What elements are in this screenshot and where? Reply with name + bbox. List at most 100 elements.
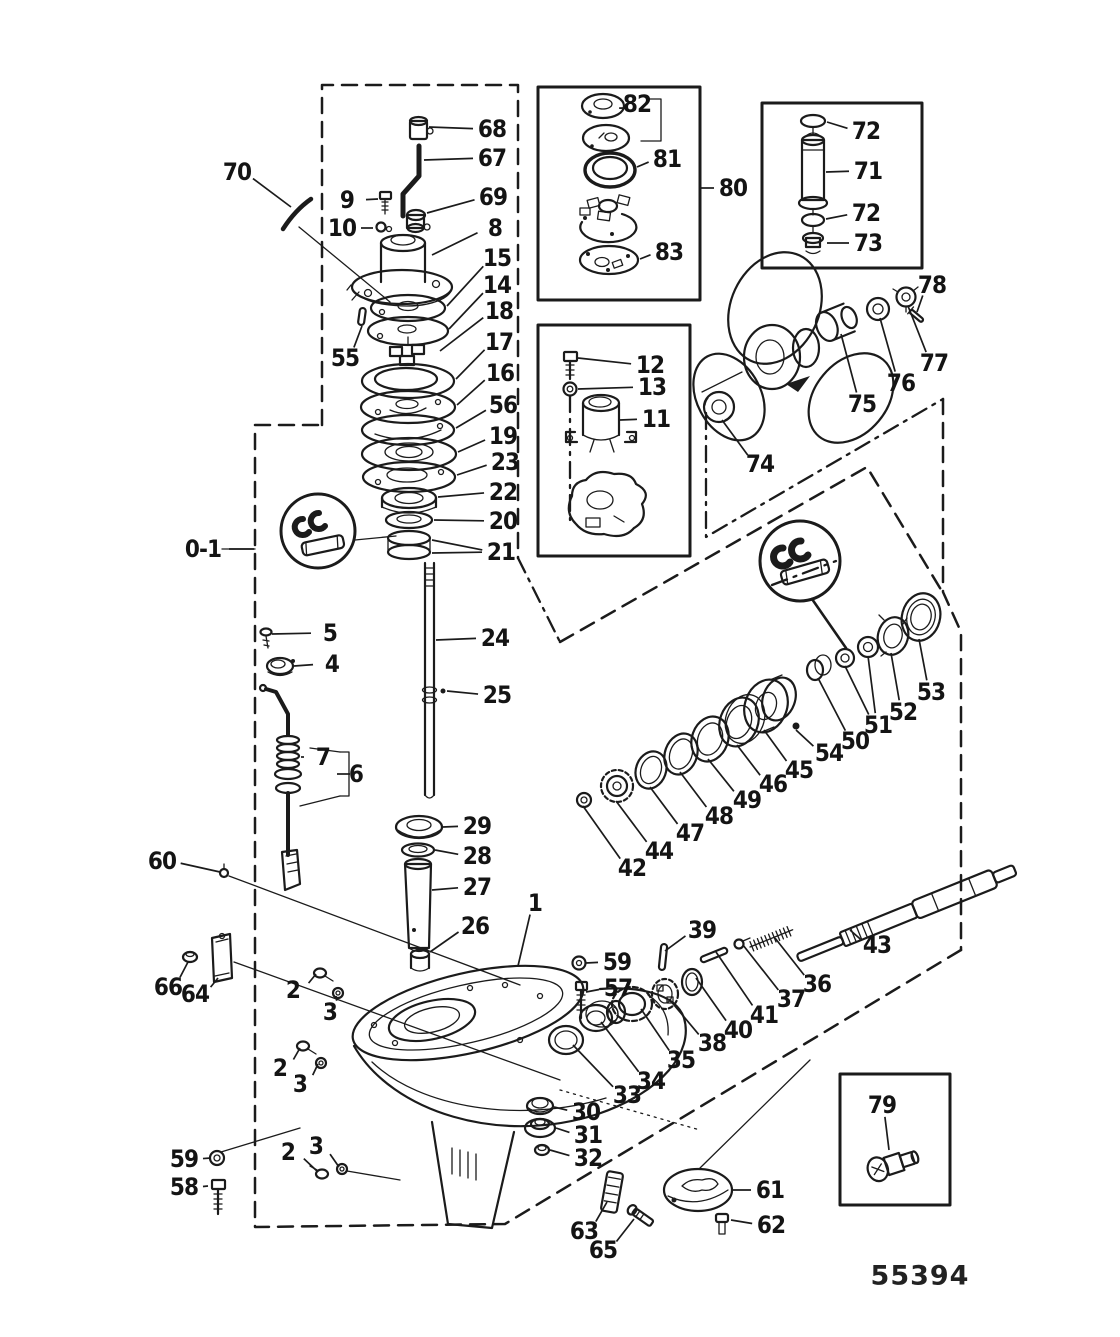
part-callout-41: 41 — [749, 1001, 779, 1029]
leader-line-64 — [209, 977, 219, 988]
leader-line-46 — [736, 744, 761, 776]
part-callout-39: 39 — [687, 916, 717, 944]
bolt-57 — [574, 980, 589, 992]
part-callout-18: 18 — [484, 297, 514, 325]
leader-line-11 — [619, 418, 638, 421]
pump-base-box — [536, 323, 692, 558]
leader-line-23 — [456, 464, 487, 476]
part-callout-17: 17 — [484, 328, 514, 356]
leader-line-56 — [455, 409, 487, 429]
pump-base-kit-11-13 — [562, 350, 647, 538]
leader-line-72 — [825, 213, 848, 220]
prop-shaft-43 — [796, 864, 1018, 962]
leader-line-2 — [303, 1158, 319, 1173]
part-callout-42: 42 — [617, 854, 647, 882]
part-callout-40: 40 — [723, 1016, 753, 1044]
part-callout-55: 55 — [330, 344, 360, 372]
part-callout-66: 66 — [153, 973, 183, 1001]
leader-line-53 — [918, 638, 928, 681]
part-callout-57: 57 — [603, 974, 633, 1002]
left-hardware — [181, 863, 561, 1216]
part-callout-56: 56 — [488, 391, 518, 419]
part-callout-21: 21 — [486, 538, 516, 566]
oil-hole-25 — [440, 688, 446, 694]
part-callout-70: 70 — [222, 158, 252, 186]
part-callout-10: 10 — [327, 214, 357, 242]
part-callout-46: 46 — [758, 770, 788, 798]
leader-line-49 — [707, 758, 735, 792]
leader-line-20 — [433, 519, 485, 522]
part-callout-29: 29 — [462, 812, 492, 840]
leader-line-58 — [202, 1185, 209, 1188]
part-callout-7: 7 — [315, 743, 331, 771]
clutch-38 — [650, 977, 680, 1011]
part-callout-83: 83 — [654, 238, 684, 266]
part-callout-65: 65 — [588, 1236, 618, 1264]
leader-line-13 — [577, 386, 634, 390]
leader-line-41 — [715, 951, 754, 1006]
leader-line-33 — [572, 1044, 614, 1088]
propeller — [692, 251, 895, 444]
part-callout-48: 48 — [704, 802, 734, 830]
anode-63 — [600, 1170, 624, 1214]
part-callout-36: 36 — [802, 970, 832, 998]
part-callout-73: 73 — [853, 229, 883, 257]
part-callout-1: 1 — [527, 889, 543, 917]
leader-line-16 — [456, 379, 486, 406]
part-callout-69: 69 — [478, 183, 508, 211]
part-callout-59: 59 — [169, 1145, 199, 1173]
bolt-58 — [210, 1178, 227, 1191]
part-callout-4: 4 — [324, 650, 340, 678]
part-callout-72: 72 — [851, 117, 881, 145]
washer-3 — [331, 986, 345, 1000]
pin-39 — [657, 942, 669, 972]
clip-detail-inset-right — [758, 519, 848, 650]
leader-line-38 — [668, 998, 700, 1035]
leader-line-26 — [429, 931, 460, 953]
part-callout-82: 82 — [622, 90, 652, 118]
leader-line-32 — [549, 1149, 570, 1157]
leader-line-39 — [664, 935, 686, 952]
leader-line-57 — [585, 988, 600, 993]
part-callout-51: 51 — [863, 711, 893, 739]
part-callout-79: 79 — [867, 1091, 897, 1119]
part-callout-50: 50 — [840, 727, 870, 755]
part-callout-75: 75 — [847, 390, 877, 418]
washer-59 — [571, 955, 587, 971]
part-callout-71: 71 — [853, 157, 883, 185]
part-callout-0-1: 0-1 — [184, 535, 222, 563]
leader-line-79 — [884, 1116, 890, 1151]
leader-line-65 — [615, 1218, 635, 1243]
leader-line-48 — [679, 771, 708, 808]
cover-plate-61 — [662, 1167, 734, 1213]
part-callout-43: 43 — [862, 931, 892, 959]
part-callout-44: 44 — [644, 837, 674, 865]
leader-line-31 — [555, 1127, 570, 1134]
part-callout-15: 15 — [482, 244, 512, 272]
screw-65 — [626, 1204, 655, 1227]
thrust-washer-74 — [702, 390, 736, 424]
part-callout-3: 3 — [292, 1070, 308, 1098]
part-callout-58: 58 — [169, 1173, 199, 1201]
part-callout-13: 13 — [637, 373, 667, 401]
part-callout-25: 25 — [482, 681, 512, 709]
leader-line-2 — [292, 1047, 301, 1060]
leader-line-71 — [825, 170, 850, 173]
leader-line-5 — [271, 632, 312, 635]
part-callout-49: 49 — [732, 786, 762, 814]
pin-41 — [699, 946, 729, 964]
leader-line-69 — [426, 199, 475, 214]
part-callout-54: 54 — [814, 739, 844, 767]
part-callout-27: 27 — [462, 873, 492, 901]
leader-line-2 — [307, 973, 317, 984]
ground-wire-70 — [280, 196, 314, 232]
leader-line-21 — [431, 551, 483, 554]
leader-line-60 — [180, 862, 221, 873]
part-callout-78: 78 — [917, 271, 947, 299]
leader-line-34 — [600, 1021, 640, 1073]
part-callout-6: 6 — [348, 760, 364, 788]
part-callout-61: 61 — [755, 1176, 785, 1204]
leader-line-74 — [721, 419, 749, 456]
leader-line-24 — [435, 637, 477, 641]
